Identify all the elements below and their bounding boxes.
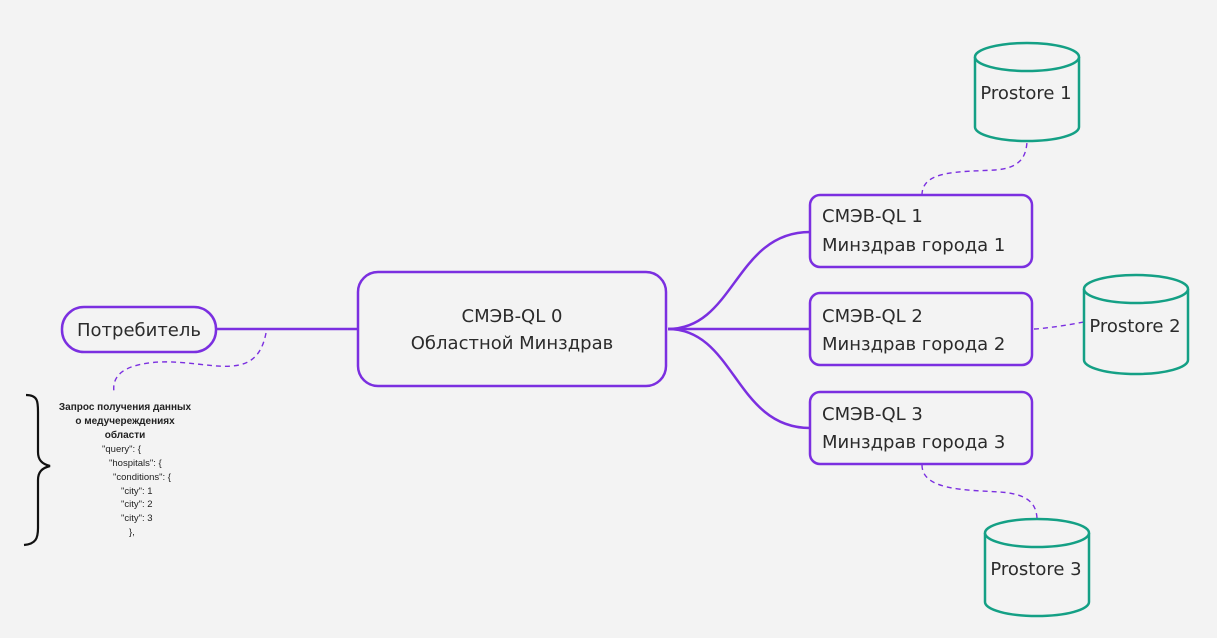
consumer-node[interactable]: Потребитель [60, 305, 218, 354]
hub-subtitle: Областной Минздрав [411, 333, 613, 354]
city-3-subtitle: Минздрав города 3 [822, 432, 1005, 453]
city-1-subtitle: Минздрав города 1 [822, 235, 1005, 256]
city-node-1[interactable]: СМЭВ-QL 1 Минздрав города 1 [808, 193, 1034, 269]
note-code-line-7: }, [129, 527, 135, 538]
connector-hub-city-1 [667, 230, 811, 331]
dashed-links [113, 141, 1085, 519]
note-code-line-2: "hospitals": { [109, 458, 162, 469]
database-2[interactable]: Prostore 2 [1082, 273, 1190, 376]
city-2-subtitle: Минздрав города 2 [822, 334, 1005, 355]
database-1[interactable]: Prostore 1 [973, 41, 1081, 143]
hub-node[interactable]: СМЭВ-QL 0 Областной Минздрав [356, 270, 668, 388]
note-title-line-3: области [105, 429, 146, 441]
city-2-title: СМЭВ-QL 2 [822, 306, 923, 327]
city-1-title: СМЭВ-QL 1 [822, 206, 923, 227]
consumer-label: Потребитель [77, 320, 201, 341]
dashed-link-city1-db1 [921, 141, 1028, 196]
request-note: Запрос получения данных о медучереждения… [23, 393, 192, 547]
city-node-3[interactable]: СМЭВ-QL 3 Минздрав города 3 [808, 390, 1034, 466]
note-code-line-1: "query": { [102, 444, 141, 455]
database-3[interactable]: Prostore 3 [983, 517, 1091, 618]
database-1-label: Prostore 1 [980, 83, 1071, 104]
note-code-line-5: "city": 2 [121, 499, 153, 510]
note-code-line-6: "city": 3 [121, 513, 153, 524]
note-code-line-4: "city": 1 [121, 486, 153, 497]
database-2-label: Prostore 2 [1089, 316, 1180, 337]
city-3-title: СМЭВ-QL 3 [822, 404, 923, 425]
curly-brace [23, 393, 51, 547]
hub-title: СМЭВ-QL 0 [462, 306, 563, 327]
database-3-label: Prostore 3 [990, 559, 1081, 580]
connectors [216, 230, 811, 430]
dashed-link-consumer-note [113, 332, 267, 393]
note-title-line-2: о медучереждениях [75, 416, 175, 427]
note-title-line-1: Запрос получения данных [59, 402, 192, 413]
connector-hub-city-3 [667, 327, 811, 430]
dashed-link-city2-db2 [1033, 321, 1085, 330]
city-node-2[interactable]: СМЭВ-QL 2 Минздрав города 2 [808, 291, 1034, 367]
note-code-line-3: "conditions": { [113, 472, 171, 483]
dashed-link-city3-db3 [921, 464, 1038, 519]
